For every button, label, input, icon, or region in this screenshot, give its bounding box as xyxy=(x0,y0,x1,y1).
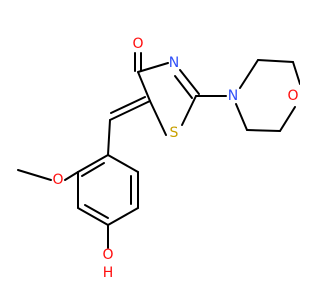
bond-c4-n3 xyxy=(137,62,169,73)
thiazole-sulfur-label: S xyxy=(170,125,179,141)
bond-morph-1 xyxy=(239,59,259,89)
bond-c5-c4 xyxy=(137,71,151,102)
bond-n3-c2-a xyxy=(179,69,200,95)
bond-ar-3-inner xyxy=(84,204,109,219)
bond-ch-aryl xyxy=(107,119,111,156)
bond-morph-5 xyxy=(246,129,281,132)
bond-ar-4 xyxy=(107,207,139,226)
bond-c5-ch-b xyxy=(110,96,146,114)
methoxy-oxygen-label: O xyxy=(52,172,63,188)
thiazole-nitrogen-label: N xyxy=(169,55,179,71)
bond-morph-3 xyxy=(292,61,300,85)
bond-ar-methoxy-o xyxy=(64,171,79,181)
bond-methoxy-o-ch3 xyxy=(17,169,52,181)
hydroxy-hydrogen-label: H xyxy=(103,265,114,281)
bond-c5-ch-a xyxy=(109,100,151,121)
morpholine-nitrogen-label: N xyxy=(228,88,238,104)
hydroxy-oxygen-label: O xyxy=(102,247,113,263)
bond-ar-3 xyxy=(77,207,109,226)
atom-labels: O N S N O O O H xyxy=(52,36,298,281)
bond-morph-6 xyxy=(235,103,248,131)
bond-c2-s1 xyxy=(181,95,197,126)
bond-n3-c2-b xyxy=(174,75,193,99)
bond-ar-1-inner xyxy=(81,162,105,177)
molecule-structure-diagram: O N S N O O O H xyxy=(17,36,300,281)
bond-ar-6 xyxy=(107,154,139,173)
bond-morph-2 xyxy=(257,59,294,63)
ketone-oxygen-label: O xyxy=(132,36,143,52)
morpholine-oxygen-label: O xyxy=(287,88,298,104)
bond-s1-c5 xyxy=(149,100,167,136)
bond-ar-1 xyxy=(77,154,109,173)
bonds xyxy=(17,52,300,249)
bond-morph-4 xyxy=(279,106,296,132)
